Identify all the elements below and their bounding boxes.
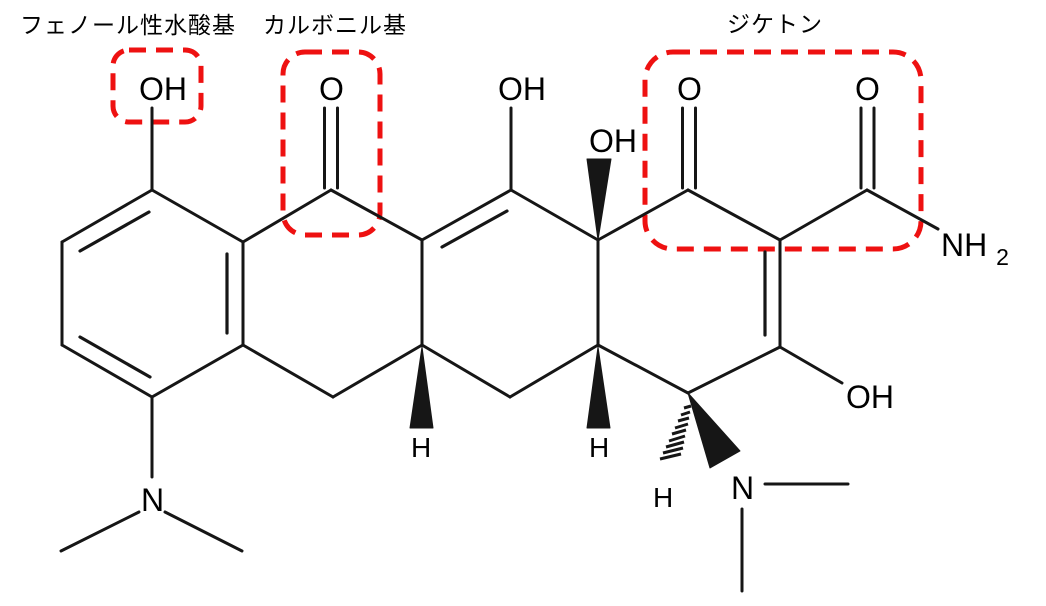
bond	[331, 343, 424, 399]
phenol-oh-label: OH	[139, 71, 187, 107]
ring-c	[241, 188, 424, 399]
bond	[60, 343, 154, 399]
phenol-highlight-box	[110, 47, 204, 125]
double-bond-inner	[78, 335, 152, 379]
diketone-highlight-box	[642, 49, 924, 252]
bond	[508, 343, 600, 399]
bond	[241, 188, 333, 244]
left-dimethylamino-n-label: N	[141, 482, 164, 518]
c5a-h-label: H	[411, 432, 431, 463]
double-bond-inner	[78, 210, 151, 253]
ring-b-enol-oh-label: OH	[498, 71, 546, 107]
highlight-boxes	[110, 47, 924, 252]
double-bond-inner	[440, 209, 509, 249]
ring-a-carbonyl-bond	[681, 106, 697, 190]
ring-d-aromatic	[60, 188, 245, 399]
amide-o-label: O	[855, 71, 880, 107]
bond	[420, 343, 512, 399]
c3-enol-oh-label: OH	[846, 379, 894, 415]
bond	[150, 343, 245, 399]
left-dimethylamino-bonds	[59, 396, 244, 553]
bond-skeleton	[59, 106, 940, 593]
bond	[686, 345, 782, 395]
carbonyl-highlight-box	[280, 49, 383, 238]
amide-n-subscript: 2	[996, 244, 1009, 270]
ring-c-carbonyl-bond	[323, 106, 339, 190]
bond	[329, 188, 424, 242]
bond	[241, 343, 335, 399]
bond	[59, 510, 141, 553]
amide-nh-text: NH	[941, 227, 987, 263]
bond	[596, 343, 690, 395]
bond	[596, 188, 690, 242]
bond	[60, 188, 154, 244]
phenol-group-label: フェノール性水酸基	[20, 12, 236, 38]
diketone-group-label: ジケトン	[727, 11, 823, 37]
ring-a-carbonyl-o-label: O	[677, 71, 702, 107]
bond	[865, 188, 940, 231]
stereo-bonds	[409, 158, 741, 469]
c12a-oh-label: OH	[589, 123, 637, 159]
c4a-h-wedge-bond	[586, 346, 611, 429]
bond	[163, 510, 244, 553]
c4a-h-label: H	[589, 432, 609, 463]
bond	[509, 188, 600, 242]
c12a-oh-wedge-bond	[586, 158, 612, 241]
c4-h-label: H	[653, 482, 673, 513]
annotation-labels: フェノール性水酸基 カルボニル基 ジケトン	[20, 11, 823, 38]
c4-h-hash-bond	[659, 404, 692, 461]
bond	[686, 188, 782, 242]
c3-oh-bond	[778, 345, 844, 385]
carbonyl-group-label: カルボニル基	[263, 12, 407, 38]
bond	[420, 188, 513, 242]
bond	[778, 188, 869, 242]
c5a-h-wedge-bond	[409, 346, 434, 429]
c4-n-wedge-bond	[687, 392, 741, 469]
right-dimethylamino-n-label: N	[731, 470, 754, 506]
amide-nh2-label: NH 2	[941, 227, 1009, 270]
right-dimethylamino-bonds	[740, 482, 850, 593]
ring-c-carbonyl-o-label: O	[319, 71, 344, 107]
ring-b	[420, 188, 600, 399]
amide-group-bonds	[778, 106, 940, 242]
bond	[150, 188, 245, 244]
ring-a	[596, 188, 782, 395]
atom-labels: OH O OH OH O O NH 2 OH H H H N N	[139, 71, 1009, 518]
